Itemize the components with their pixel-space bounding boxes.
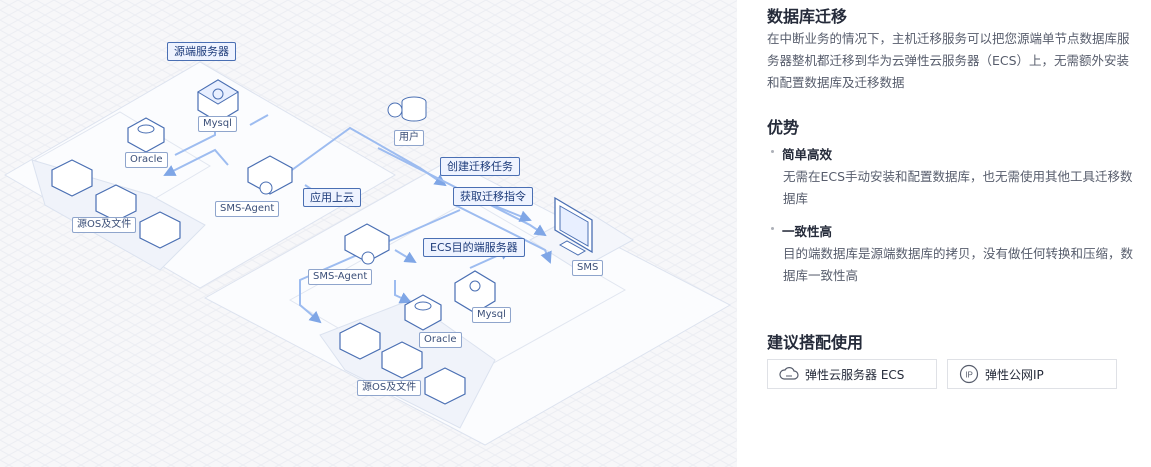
mysql-server-icon: [197, 79, 239, 123]
sms-label: SMS: [572, 260, 604, 276]
bullet-dot-icon: [771, 227, 774, 230]
source-server-label: 源端服务器: [167, 42, 236, 61]
target-mysql-label: Mysql: [472, 307, 511, 323]
description: 在中断业务的情况下，主机迁移服务可以把您源端单节点数据库服务器整机都迁移到华为云…: [767, 31, 1130, 90]
ip-icon: IP: [959, 364, 979, 384]
apply-cloud-label: 应用上云: [303, 188, 361, 207]
source-os-files-label: 源OS及文件: [72, 217, 137, 233]
advantage-item-2-title: 一致性高: [771, 221, 832, 240]
advantages-heading: 优势: [767, 118, 800, 137]
get-command-label: 获取迁移指令: [453, 187, 533, 206]
advantage-title: 简单高效: [782, 147, 833, 162]
ecs-target-label: ECS目的端服务器: [423, 238, 525, 257]
migration-diagram: 源端服务器 Mysql Oracle SMS-Agent 源OS及文件 用户 创…: [0, 0, 737, 467]
recommend-heading: 建议搭配使用: [767, 333, 864, 352]
target-oracle-label: Oracle: [419, 332, 462, 348]
cloud-server-icon: [779, 364, 799, 384]
page-title: 数据库迁移: [767, 7, 848, 26]
advantage-item-2-text: 目的端数据库是源端数据库的拷贝，没有做任何转换和压缩，数据库一致性高: [783, 246, 1134, 283]
product-card-ecs[interactable]: 弹性云服务器 ECS: [767, 359, 937, 389]
product-card-label: 弹性云服务器 ECS: [805, 367, 905, 382]
advantage-item-1-text: 无需在ECS手动安装和配置数据库，也无需使用其他工具迁移数据库: [783, 169, 1133, 206]
product-card-eip[interactable]: IP 弹性公网IP: [947, 359, 1117, 389]
target-os-server-icon: [339, 322, 466, 405]
advantage-title: 一致性高: [782, 224, 833, 239]
target-os-files-label: 源OS及文件: [357, 380, 422, 396]
advantage-item-1-title: 简单高效: [771, 144, 832, 163]
sms-agent-label: SMS-Agent: [215, 201, 280, 217]
svg-text:IP: IP: [965, 371, 973, 380]
target-oracle-server-icon: [404, 294, 442, 331]
create-task-label: 创建迁移任务: [440, 157, 520, 176]
oracle-server-icon: [127, 117, 165, 153]
target-sms-agent-label: SMS-Agent: [308, 269, 373, 285]
sms-monitor-icon: [554, 196, 593, 256]
user-database-icon: [387, 96, 427, 122]
user-label: 用户: [394, 130, 424, 146]
source-os-server-icon: [51, 159, 181, 249]
mysql-label: Mysql: [198, 116, 237, 132]
diagram-graphics: [0, 0, 737, 467]
target-sms-agent-server-icon: [344, 223, 390, 265]
sms-agent-server-icon: [247, 155, 293, 195]
bullet-dot-icon: [771, 150, 774, 153]
product-card-label: 弹性公网IP: [985, 367, 1044, 382]
oracle-label: Oracle: [125, 152, 168, 168]
target-mysql-server-icon: [454, 270, 496, 314]
